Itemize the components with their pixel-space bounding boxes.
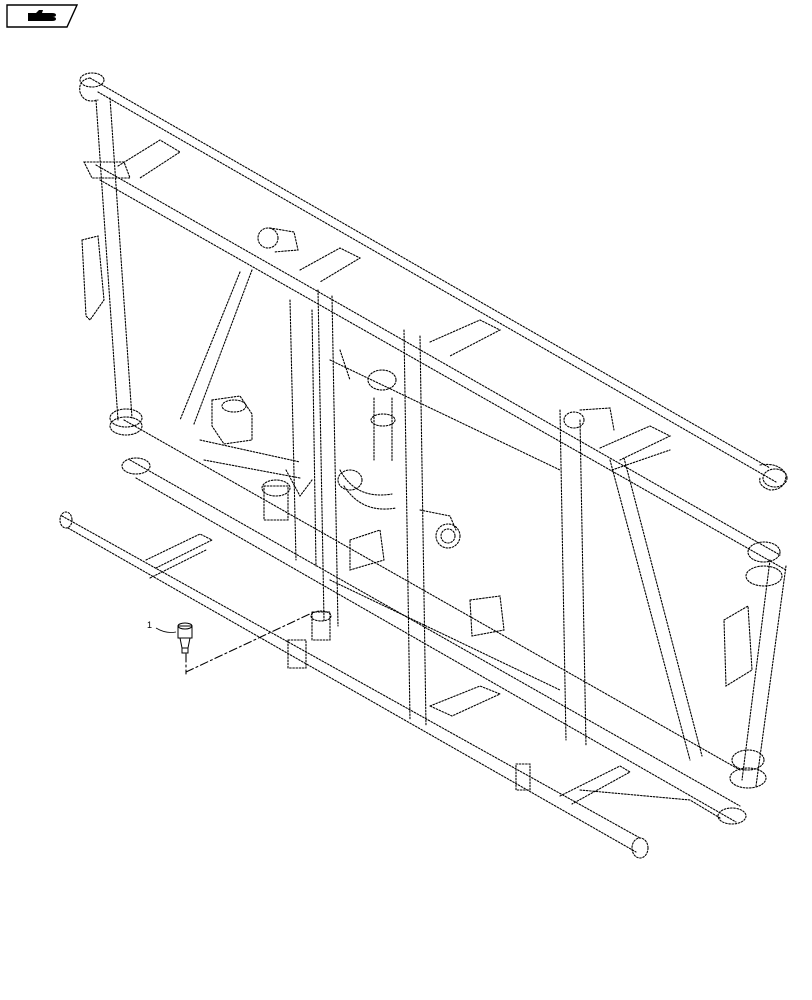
right-lower-brace: [579, 789, 721, 819]
left-post: [83, 97, 787, 571]
diagonal-braces: [179, 269, 703, 761]
pointer-hand-icon[interactable]: [6, 4, 78, 28]
top-rail: [79, 72, 788, 491]
lower-gusset: [469, 595, 505, 637]
post-fitting: [310, 610, 332, 641]
callout-leader: [155, 627, 177, 633]
right-post: [729, 541, 787, 789]
control-valve: [199, 395, 313, 521]
bottom-brace: [428, 685, 502, 717]
valve-manifold: [329, 349, 561, 691]
right-fitting: [563, 407, 615, 431]
cross-beams-upper: [117, 139, 672, 471]
assembly-leader-line: [185, 611, 315, 675]
inner-channels: [289, 289, 587, 747]
right-bracket-plate: [723, 605, 753, 687]
callout-label: 1: [147, 620, 153, 630]
top-pump: [257, 227, 299, 253]
part-1-fitting[interactable]: [177, 622, 193, 654]
lower-rail: [121, 419, 747, 825]
left-bracket-plate: [81, 235, 105, 321]
boom-tube: [59, 511, 649, 859]
